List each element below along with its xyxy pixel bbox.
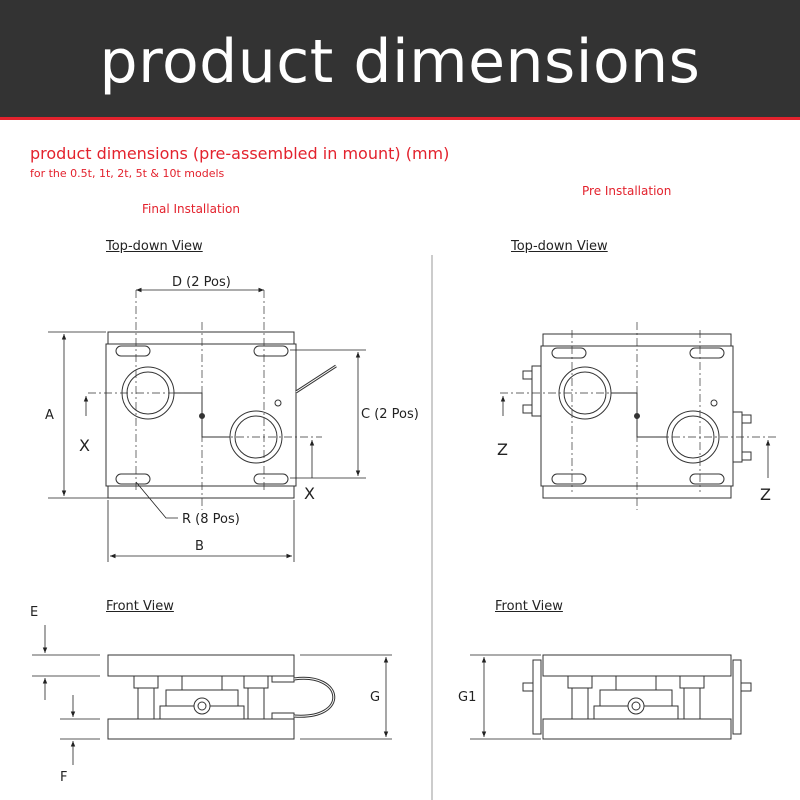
header-bar bbox=[0, 0, 800, 117]
dim-x-right: X bbox=[304, 484, 315, 503]
pre-front-view-label: Front View bbox=[495, 599, 563, 614]
dim-a: A bbox=[45, 408, 54, 423]
dim-b: B bbox=[195, 539, 204, 554]
dim-f: F bbox=[60, 770, 67, 785]
dim-z-left: Z bbox=[497, 440, 508, 459]
page-title: product dimensions bbox=[99, 27, 701, 97]
section-subtitle: product dimensions (pre-assembled in mou… bbox=[30, 144, 450, 163]
dim-g: G bbox=[370, 690, 380, 705]
final-front-view-drawing bbox=[107, 654, 336, 740]
final-installation-label: Final Installation bbox=[142, 202, 240, 216]
final-front-dimensions bbox=[32, 625, 392, 765]
final-front-view-label: Front View bbox=[106, 599, 174, 614]
dim-g1: G1 bbox=[458, 690, 476, 705]
final-top-view-label: Top-down View bbox=[106, 239, 203, 254]
pre-installation-label: Pre Installation bbox=[582, 184, 672, 198]
dim-z-right: Z bbox=[760, 485, 771, 504]
mounting-slot bbox=[115, 345, 289, 485]
models-note: for the 0.5t, 1t, 2t, 5t & 10t models bbox=[30, 167, 225, 180]
dim-e: E bbox=[30, 605, 38, 620]
dim-c: C (2 Pos) bbox=[361, 407, 419, 422]
pre-top-view-label: Top-down View bbox=[511, 239, 608, 254]
dim-d: D (2 Pos) bbox=[172, 275, 231, 290]
final-top-dimensions bbox=[48, 287, 366, 562]
pre-front-view-drawing bbox=[522, 654, 752, 740]
dim-x-left: X bbox=[79, 436, 90, 455]
pre-top-dimensions bbox=[500, 396, 771, 478]
pre-top-view-drawing bbox=[500, 322, 776, 510]
dim-r: R (8 Pos) bbox=[182, 512, 240, 527]
pre-front-dimensions bbox=[470, 654, 541, 740]
final-top-view-drawing bbox=[88, 290, 337, 510]
header-accent-rule bbox=[0, 117, 800, 120]
